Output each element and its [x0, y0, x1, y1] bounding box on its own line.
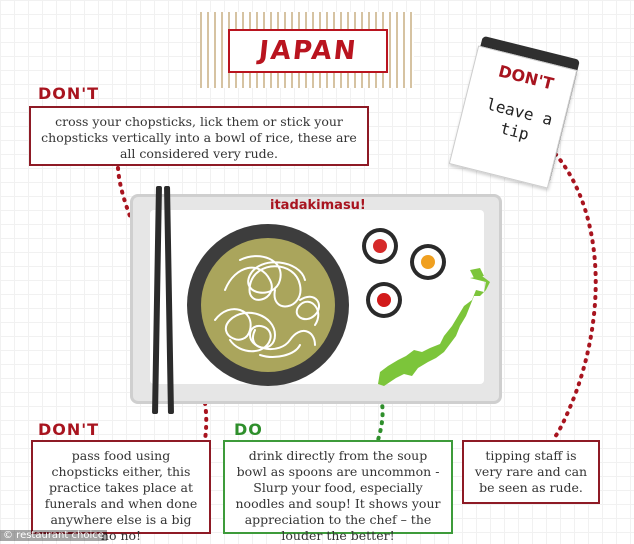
sushi-roll-1 — [362, 228, 398, 264]
sushi-filling — [377, 293, 391, 307]
itadakimasu-text: itadakimasu! — [270, 198, 366, 213]
connector-note — [548, 146, 598, 442]
japan-map-icon — [378, 276, 490, 386]
title-banner: JAPAN — [200, 12, 414, 88]
japan-map-hokkaido — [470, 268, 484, 278]
dont-passing-box: pass food using chopsticks either, this … — [31, 440, 211, 543]
noodles-icon — [214, 255, 320, 358]
dont-chopsticks-text: cross your chopsticks, lick them or stic… — [41, 114, 357, 161]
dont-label-chopsticks: DON'T — [38, 84, 100, 103]
connector-top-left — [116, 166, 152, 264]
do-slurp-box: drink directly from the soup bowl as spo… — [223, 440, 453, 543]
sushi-filling — [373, 239, 387, 253]
do-label: DO — [234, 420, 263, 439]
tipping-box: tipping staff is very rare and can be se… — [462, 440, 600, 504]
dont-chopsticks-box: cross your chopsticks, lick them or stic… — [29, 106, 369, 166]
sushi-roll-3 — [366, 282, 402, 318]
tipping-text: tipping staff is very rare and can be se… — [474, 448, 588, 495]
watermark: © restaurant choice — [0, 530, 107, 541]
do-slurp-text: drink directly from the soup bowl as spo… — [235, 448, 441, 543]
title-frame: JAPAN — [228, 29, 388, 73]
sushi-filling — [421, 255, 435, 269]
dont-label-passing: DON'T — [38, 420, 100, 439]
dont-passing-text: pass food using chopsticks either, this … — [44, 448, 198, 543]
sushi-roll-2 — [410, 244, 446, 280]
